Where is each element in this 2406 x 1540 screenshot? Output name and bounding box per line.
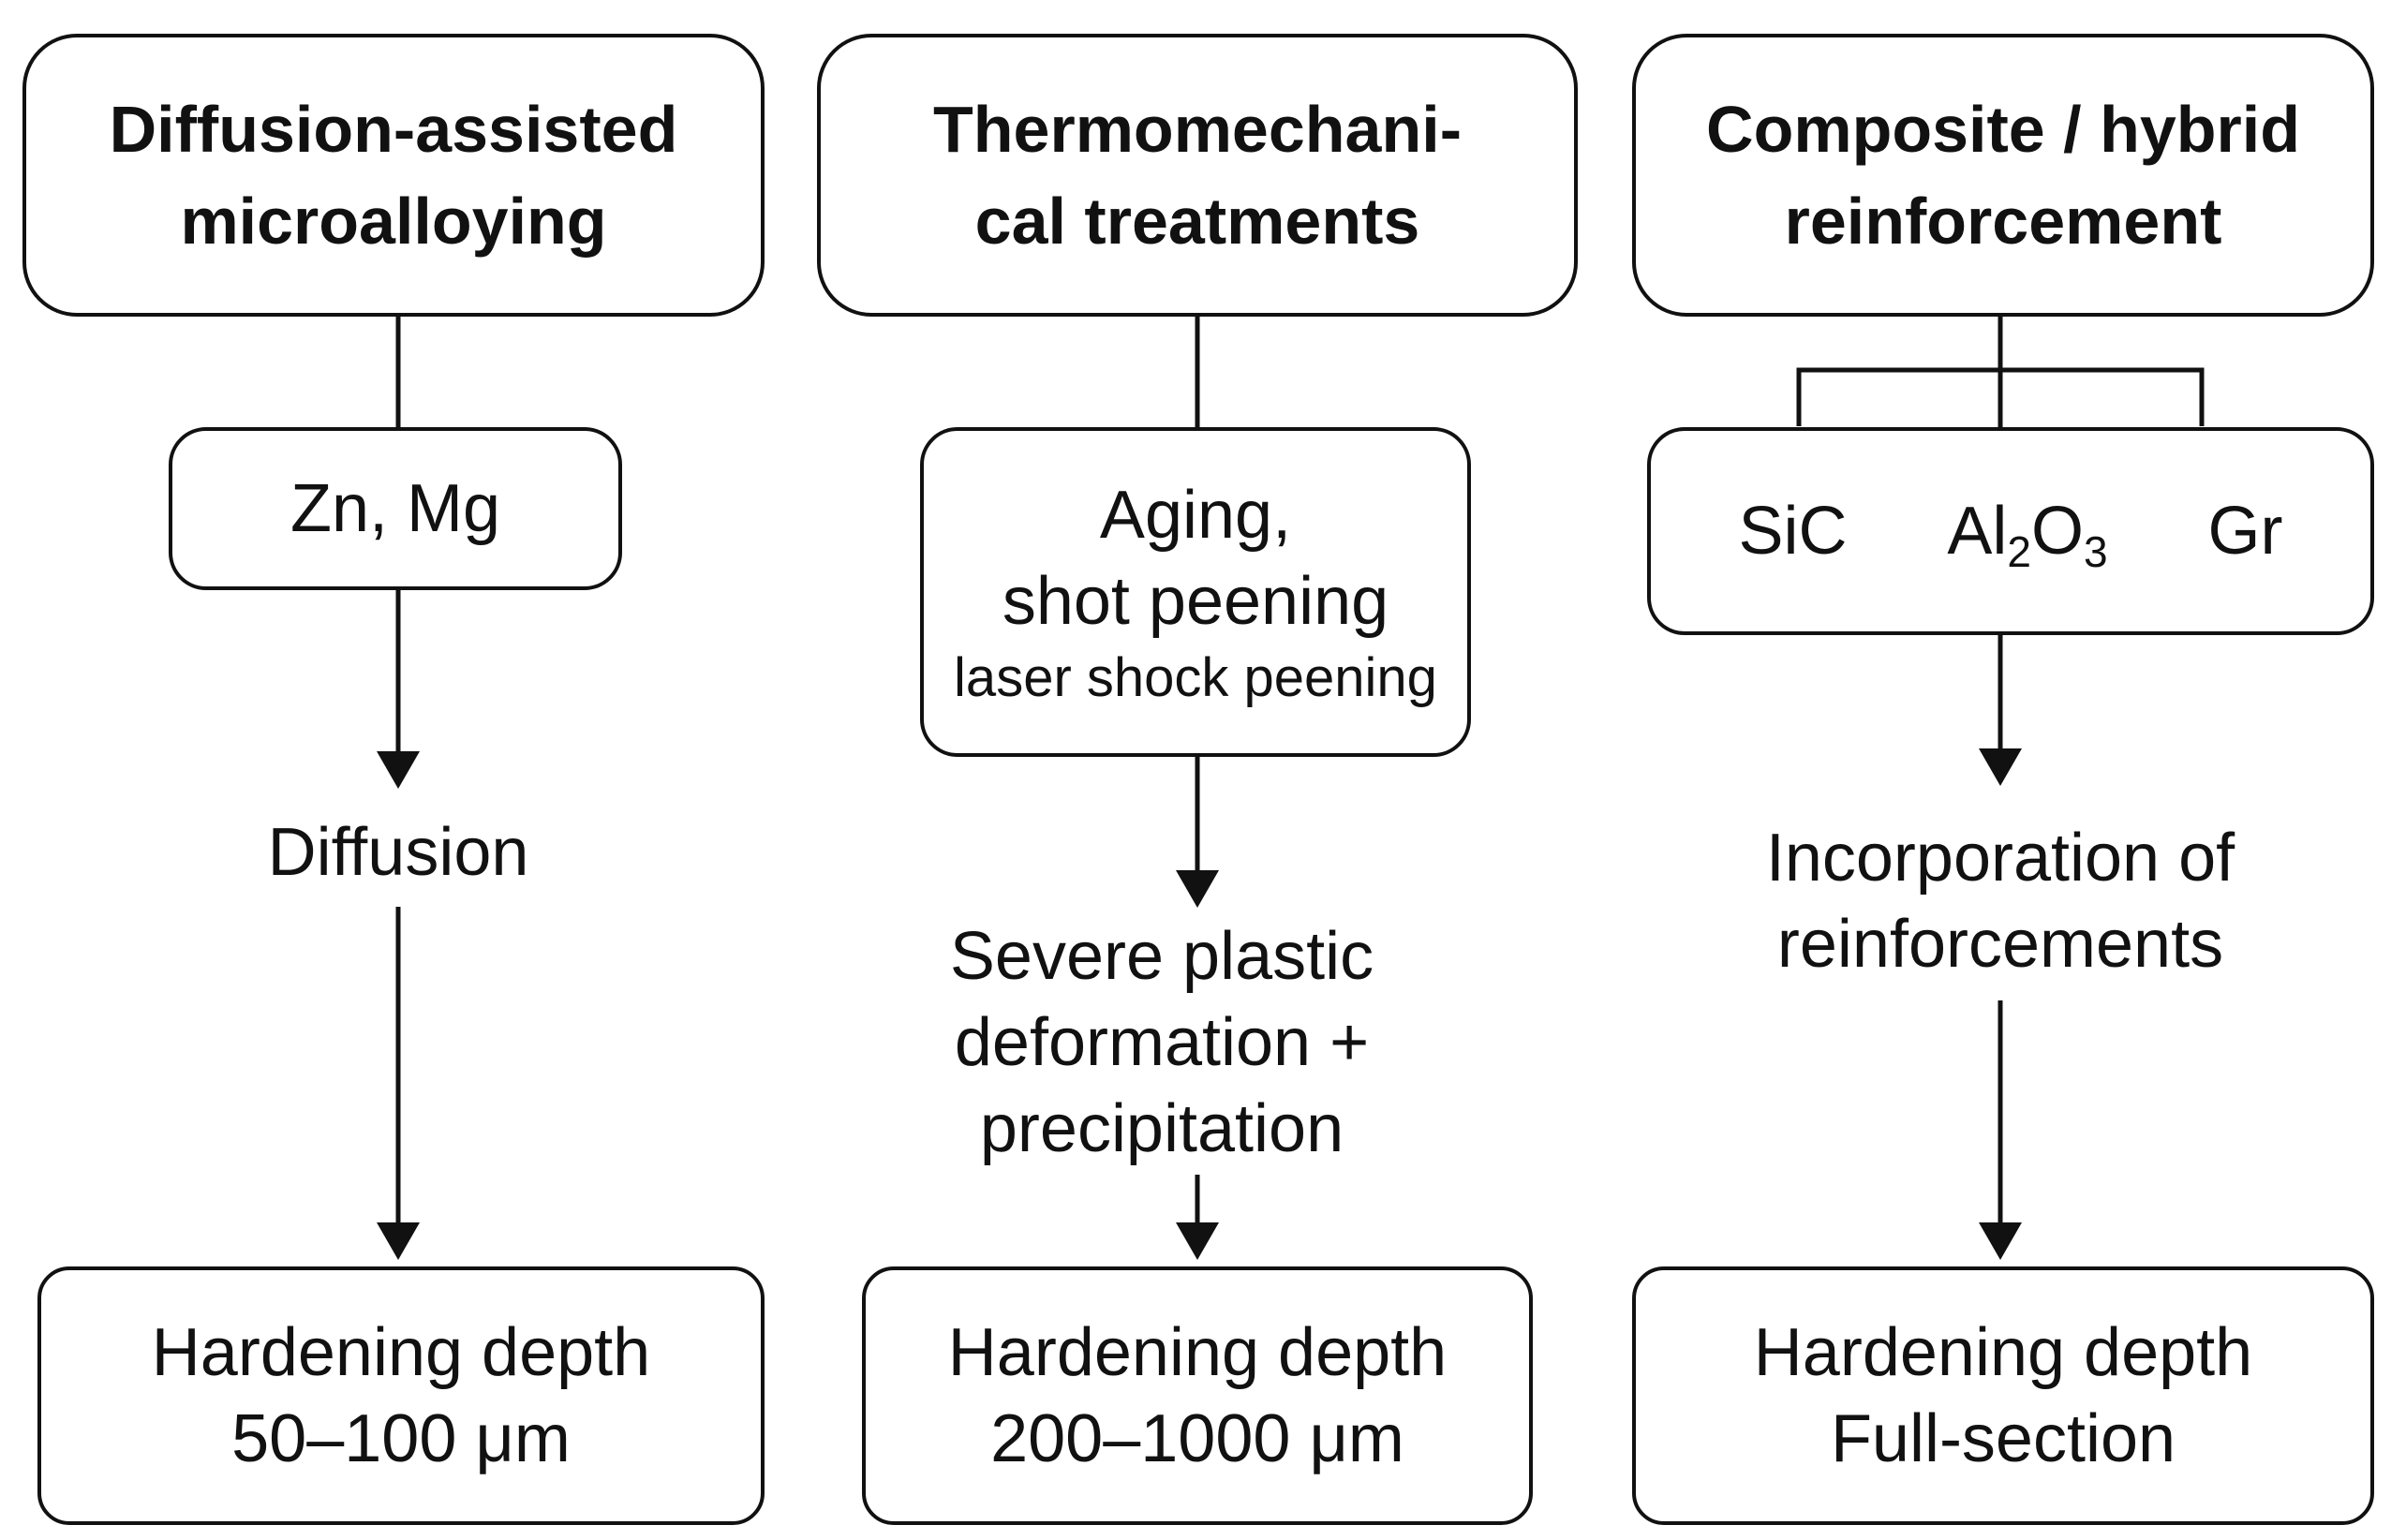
header-box-thermomechanical: Thermomechani- cal treatments bbox=[817, 34, 1578, 317]
result-value: Full-section bbox=[1830, 1401, 2176, 1476]
reinforcement-list: SiC Al2O3 Gr bbox=[1651, 488, 2370, 574]
arrowhead-down bbox=[1176, 870, 1219, 908]
arrowhead-down bbox=[377, 1222, 420, 1260]
header-line: Diffusion-assisted bbox=[109, 93, 678, 166]
result-box-diffusion: Hardening depth 50–100 μm bbox=[37, 1266, 765, 1525]
reinforcement-graphite: Gr bbox=[2207, 494, 2283, 569]
result-value: 200–1000 μm bbox=[990, 1401, 1404, 1476]
reinforcements-box: SiC Al2O3 Gr bbox=[1647, 427, 2374, 635]
process-label-diffusion: Diffusion bbox=[211, 806, 586, 899]
process-line: Severe plastic bbox=[949, 919, 1374, 994]
branch-connector bbox=[1796, 367, 2205, 426]
result-box-composite: Hardening depth Full-section bbox=[1632, 1266, 2374, 1525]
process-line: reinforcements bbox=[1776, 907, 2224, 982]
treatment-line: shot peening bbox=[1002, 564, 1389, 639]
process-line: Diffusion bbox=[267, 815, 529, 890]
reinforcement-sic: SiC bbox=[1738, 494, 1848, 569]
header-line: Composite / hybrid bbox=[1706, 93, 2300, 166]
result-value: 50–100 μm bbox=[231, 1401, 571, 1476]
elements-label: Zn, Mg bbox=[290, 471, 501, 546]
result-box-thermomechanical: Hardening depth 200–1000 μm bbox=[862, 1266, 1533, 1525]
arrowhead-down bbox=[1979, 1222, 2022, 1260]
result-line: Hardening depth bbox=[947, 1315, 1448, 1390]
process-label-thermomechanical: Severe plastic deformation + precipitati… bbox=[899, 911, 1424, 1175]
treatments-box: Aging, shot peening laser shock peening bbox=[920, 427, 1471, 757]
header-box-composite: Composite / hybrid reinforcement bbox=[1632, 34, 2374, 317]
process-line: deformation + bbox=[954, 1005, 1370, 1080]
process-label-composite: Incorporation of reinforcements bbox=[1705, 807, 2295, 995]
result-line: Hardening depth bbox=[151, 1315, 651, 1390]
reinforcement-alumina: Al2O3 bbox=[1947, 494, 2108, 576]
header-line: reinforcement bbox=[1784, 185, 2222, 258]
treatment-line-small: laser shock peening bbox=[954, 647, 1437, 708]
header-line: Thermomechani- bbox=[933, 93, 1462, 166]
treatment-line: Aging, bbox=[1099, 478, 1292, 553]
header-line: cal treatments bbox=[974, 185, 1420, 258]
arrowhead-down bbox=[1979, 748, 2022, 786]
process-line: precipitation bbox=[979, 1091, 1344, 1166]
result-line: Hardening depth bbox=[1753, 1315, 2253, 1390]
elements-box: Zn, Mg bbox=[169, 427, 622, 590]
arrowhead-down bbox=[377, 751, 420, 789]
arrowhead-down bbox=[1176, 1222, 1219, 1260]
header-line: microalloying bbox=[180, 185, 607, 258]
header-box-diffusion: Diffusion-assisted microalloying bbox=[22, 34, 765, 317]
process-line: Incorporation of bbox=[1765, 821, 2235, 896]
